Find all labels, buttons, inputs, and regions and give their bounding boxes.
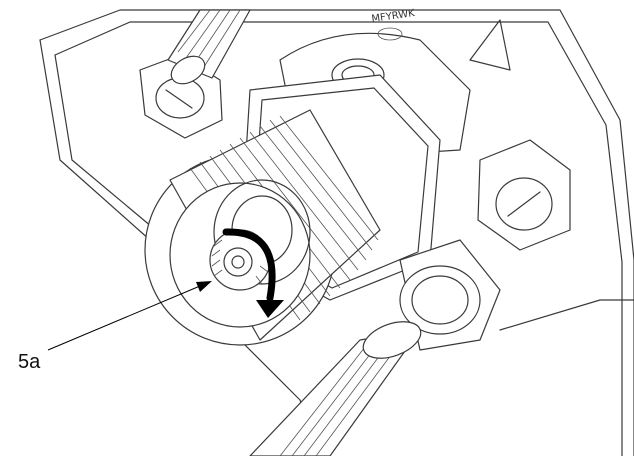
threaded-cartridge: [144, 109, 381, 346]
top-left-nut: [139, 54, 223, 139]
knurl-lines: [211, 239, 269, 285]
right-hex-nut: [477, 139, 571, 251]
lower-fitting: [399, 239, 501, 351]
callout-leader: [47, 281, 212, 351]
top-right-pin: [469, 19, 511, 71]
rotation-arrow-icon: [222, 228, 284, 318]
lower-spline-shaft: [249, 321, 422, 456]
top-left-spline-shaft: [167, 9, 251, 85]
spindle-stem: [209, 229, 271, 291]
callout-label: 5a: [18, 351, 41, 373]
